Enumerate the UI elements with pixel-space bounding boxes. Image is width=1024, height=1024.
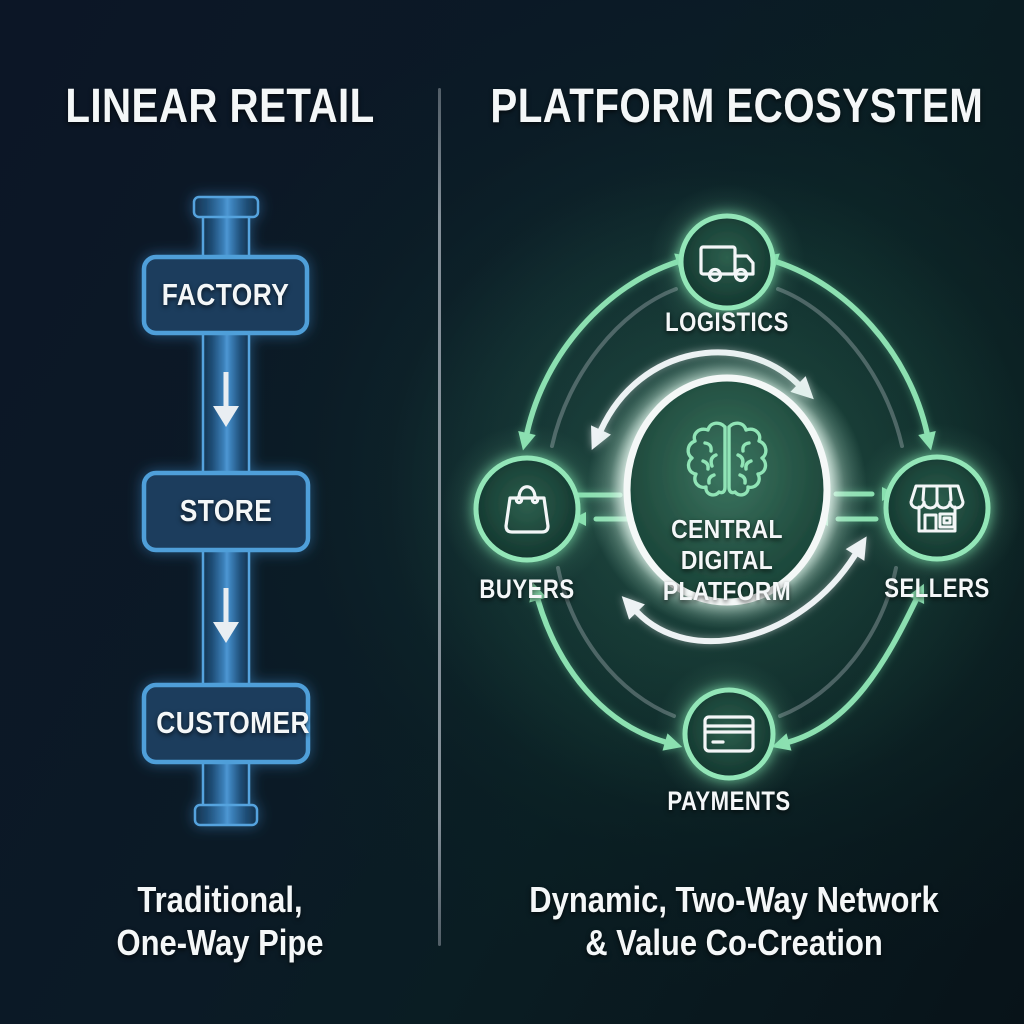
pipe-top-flange [192,195,260,219]
sellers-node [883,454,991,562]
arc-payments-sellers [786,597,919,745]
panel-divider [438,88,441,946]
buyers-label: BUYERS [479,574,575,604]
customer-box [141,682,311,765]
factory-box [141,254,310,336]
central-platform-label: CENTRAL DIGITAL PLATFORM [627,514,827,607]
store-box [141,470,311,553]
outer-flow-arcs [514,247,940,756]
brain-icon [686,421,768,497]
left-panel-title: LINEAR RETAIL [65,80,375,133]
credit-card-icon [703,715,755,753]
secondary-arcs [550,287,904,718]
arc-payments-buyers [535,597,668,745]
pipe-bottom-flange [193,803,259,827]
store-label: STORE [179,493,273,528]
customer-label: CUSTOMER [156,705,311,740]
down-arrow-store-customer [213,588,239,643]
right-panel-title: PLATFORM ECOSYSTEM [490,80,984,133]
storefront-icon [909,484,965,533]
down-arrow-factory-store [213,372,239,427]
arc-logistics-sellers [774,259,930,436]
right-caption: Dynamic, Two-Way Network & Value Co-Crea… [444,878,1024,964]
shopping-bag-icon [504,485,550,534]
linear-pipe-diagram [141,195,311,827]
central-platform-node [587,350,867,630]
arc-center-bottom [634,552,858,644]
payments-node [682,687,776,781]
left-caption-line2: One-Way Pipe [116,922,324,963]
right-caption-line1: Dynamic, Two-Way Network [529,879,939,920]
arc-buyers-logistics [524,259,680,436]
left-caption-line1: Traditional, [137,879,303,920]
central-label-line3: PLATFORM [662,576,792,606]
logistics-label: LOGISTICS [665,307,789,337]
central-label-line1: CENTRAL [671,514,783,544]
left-caption: Traditional, One-Way Pipe [0,878,440,964]
factory-label: FACTORY [161,277,290,312]
sellers-label: SELLERS [884,573,990,603]
buyers-node [473,455,581,563]
central-label-line2: DIGITAL [680,545,774,575]
logistics-node [678,213,776,311]
truck-icon [699,245,755,283]
payments-label: PAYMENTS [667,786,791,816]
right-caption-line2: & Value Co-Creation [585,922,883,963]
